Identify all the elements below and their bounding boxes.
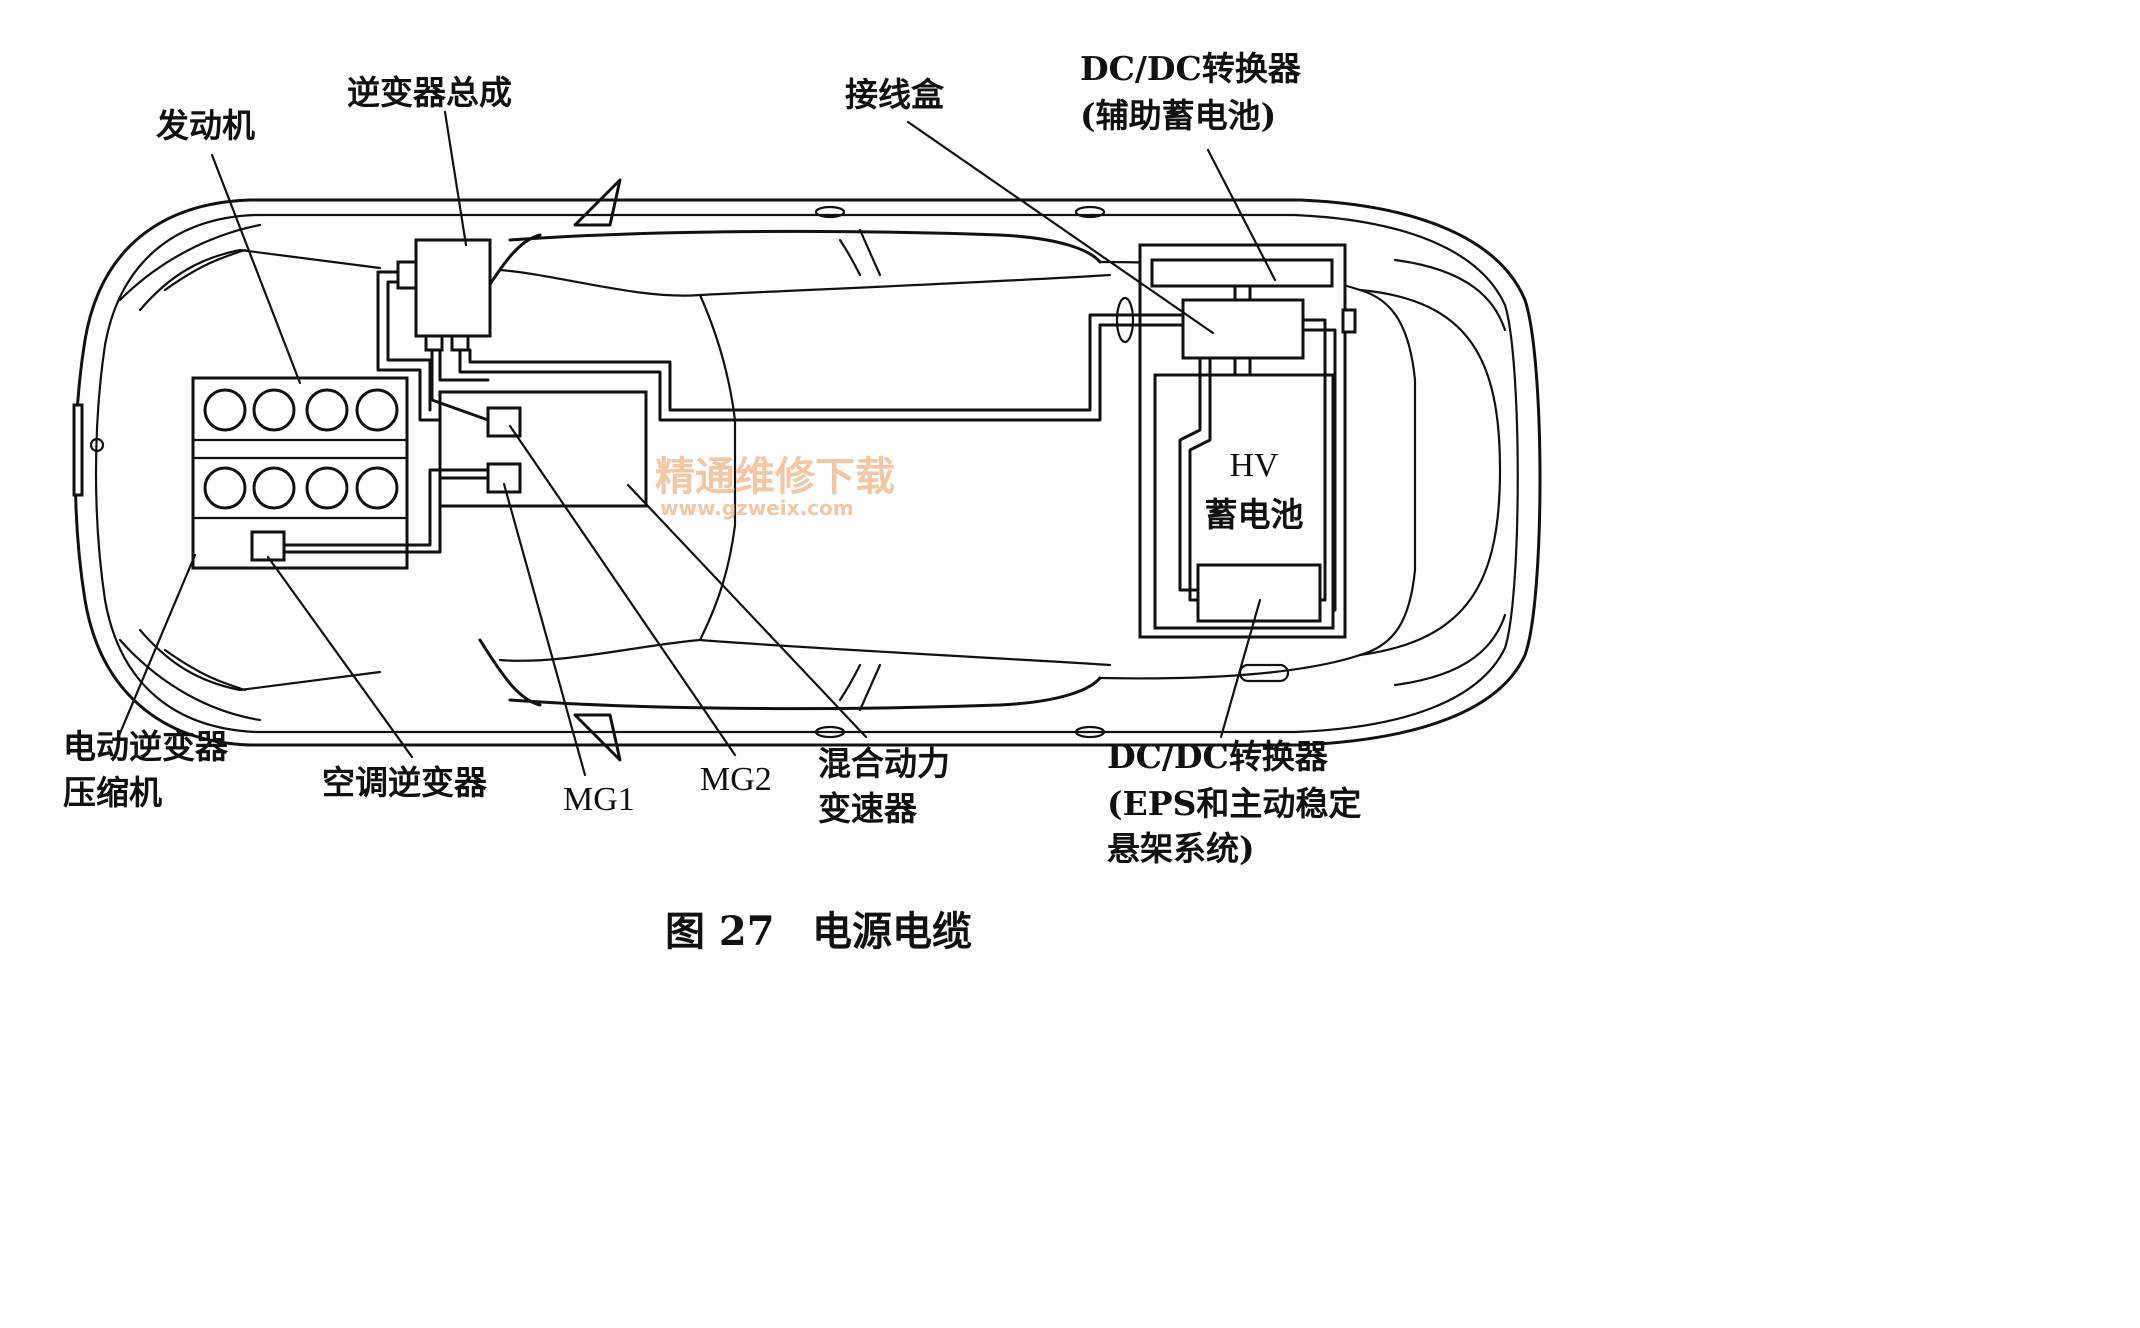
labels: 发动机 逆变器总成 接线盒 DC/DC转换器 (辅助蓄电池) 电动逆变器 压缩机… bbox=[63, 49, 1361, 868]
caption-figure-number: 图 27 bbox=[665, 908, 775, 955]
leader-transaxle bbox=[626, 483, 868, 739]
leader-ac-inverter bbox=[266, 555, 414, 759]
label-dcdc-aux-line1: DC/DC转换器 bbox=[1080, 49, 1302, 88]
ac-inverter-box bbox=[250, 530, 286, 562]
label-mg1: MG1 bbox=[563, 781, 635, 818]
dcdc-eps-box bbox=[1196, 563, 1322, 623]
label-hv-battery-line2: 蓄电池 bbox=[1205, 495, 1304, 534]
power-cable-diagram: 精通维修下载 www.gzweix.com HV 蓄电池 发动机 逆变器总成 接… bbox=[63, 49, 1542, 955]
junction-box bbox=[1181, 298, 1305, 360]
leader-dcdc-aux bbox=[1206, 148, 1277, 282]
label-junction-box: 接线盒 bbox=[845, 75, 945, 114]
car-outline bbox=[72, 178, 1542, 762]
label-inverter-assembly: 逆变器总成 bbox=[347, 73, 512, 112]
leader-mg1 bbox=[502, 482, 587, 777]
leader-inverter-assembly bbox=[443, 110, 468, 247]
caption-title: 电源电缆 bbox=[812, 908, 972, 955]
transaxle-box bbox=[438, 390, 648, 508]
leader-junction-box bbox=[906, 120, 1215, 335]
label-dcdc-eps-line2: (EPS和主动稳定 bbox=[1107, 784, 1361, 823]
label-compressor-line1: 电动逆变器 bbox=[63, 727, 229, 766]
leader-lines bbox=[116, 110, 1277, 777]
figure-caption: 图 27 电源电缆 bbox=[665, 908, 972, 955]
watermark-title: 精通维修下载 bbox=[655, 454, 895, 500]
leader-engine bbox=[210, 153, 302, 385]
label-transaxle-line1: 混合动力 bbox=[818, 744, 950, 783]
leader-dcdc-eps bbox=[1219, 598, 1262, 739]
label-compressor-line2: 压缩机 bbox=[63, 773, 162, 812]
leader-compressor bbox=[116, 553, 197, 740]
label-dcdc-eps-line1: DC/DC转换器 bbox=[1107, 737, 1329, 776]
label-hv-battery-line1: HV bbox=[1229, 447, 1279, 484]
engine-block bbox=[191, 376, 409, 570]
label-engine: 发动机 bbox=[156, 106, 255, 145]
label-transaxle-line2: 变速器 bbox=[818, 789, 918, 828]
label-dcdc-eps-line3: 悬架系统) bbox=[1107, 829, 1255, 868]
label-ac-inverter: 空调逆变器 bbox=[322, 763, 488, 802]
leader-mg2 bbox=[508, 424, 737, 757]
label-dcdc-aux-line2: (辅助蓄电池) bbox=[1080, 96, 1276, 135]
inverter-assembly-box bbox=[396, 238, 492, 352]
hv-cables bbox=[282, 270, 1357, 612]
watermark: 精通维修下载 www.gzweix.com bbox=[655, 454, 895, 520]
watermark-url: www.gzweix.com bbox=[660, 496, 854, 520]
label-mg2: MG2 bbox=[700, 761, 772, 798]
